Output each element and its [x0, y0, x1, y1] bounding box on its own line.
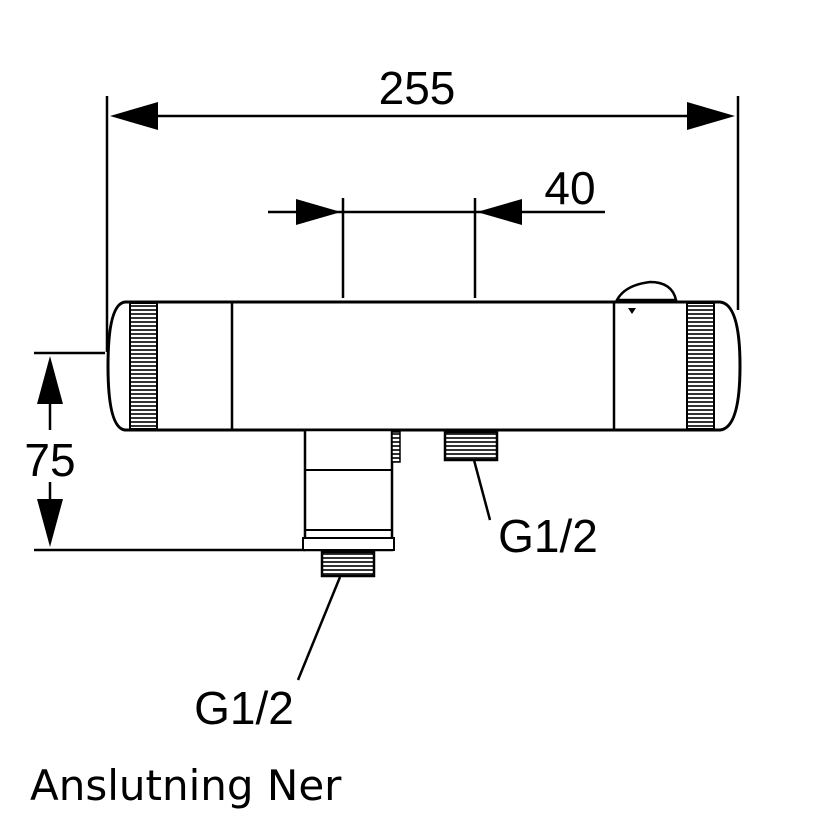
- connection-labels: G1/2 G1/2: [194, 459, 598, 734]
- mixer-body: [106, 280, 742, 432]
- arrowhead-spacing-left: [296, 199, 341, 225]
- arrowhead-height-bottom: [37, 499, 63, 547]
- rear-thread-nipple: [443, 430, 499, 462]
- arrowhead-right: [687, 102, 735, 130]
- indicator-mark-icon: [628, 308, 636, 314]
- dimension-outlet-spacing: 40: [268, 162, 605, 298]
- right-knurled-grip: [686, 302, 715, 430]
- left-knurled-grip: [129, 302, 158, 430]
- outlet-housing: [303, 428, 394, 552]
- label-height: 75: [24, 434, 75, 486]
- leader-line-bottom: [296, 576, 342, 681]
- arrowhead-spacing-right: [477, 199, 522, 225]
- caption: Anslutning Ner: [30, 761, 342, 810]
- rear-outlet: [443, 430, 499, 462]
- label-bottom-connection: G1/2: [194, 682, 294, 734]
- side-boss: [391, 431, 401, 463]
- housing-outline: [106, 300, 742, 432]
- dimension-overall-width: 255: [105, 62, 740, 352]
- outlet-flange: [302, 537, 395, 551]
- bottom-thread-nipple: [320, 550, 376, 578]
- dimension-height: 75: [18, 351, 305, 552]
- label-rear-connection: G1/2: [498, 510, 598, 562]
- arrowhead-left: [110, 102, 158, 130]
- bottom-outlet: [302, 428, 401, 578]
- leader-line-rear: [472, 459, 492, 521]
- label-overall-width: 255: [379, 62, 456, 114]
- lever-handle: [614, 280, 678, 302]
- label-background: [18, 430, 84, 482]
- label-outlet-spacing: 40: [544, 162, 595, 214]
- arrowhead-height-top: [37, 356, 63, 404]
